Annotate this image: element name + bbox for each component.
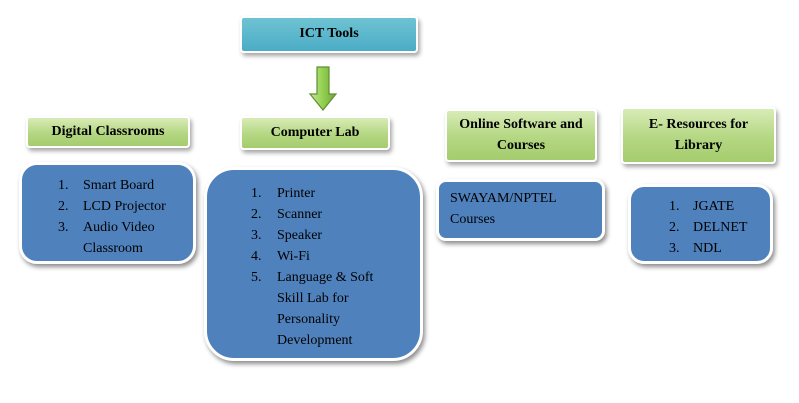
text-box-online-software: SWAYAM/NPTEL Courses <box>436 179 605 241</box>
online-courses-text: SWAYAM/NPTEL Courses <box>450 191 557 227</box>
list-item: 4.Wi-Fi <box>251 249 310 264</box>
list-box-e-resources: 1.JGATE 2.DELNET 3.NDL <box>628 184 773 264</box>
heading-e-resources: E- Resources for Library <box>621 107 776 164</box>
heading-digital-classrooms: Digital Classrooms <box>26 116 190 148</box>
list-item: 3.NDL <box>669 241 722 256</box>
list-item: 5.Language & Soft Skill Lab for Personal… <box>251 270 374 348</box>
list-item: 1.Smart Board <box>58 178 155 193</box>
heading-text: E- Resources for Library <box>648 117 749 153</box>
heading-text: Online Software and Courses <box>459 117 583 153</box>
heading-computer-lab: Computer Lab <box>240 116 390 150</box>
list-box-computer-lab: 1.Printer 2.Scanner 3.Speaker 4.Wi-Fi 5.… <box>204 167 423 361</box>
list-item: 1.JGATE <box>669 199 735 214</box>
heading-text: Computer Lab <box>270 124 360 140</box>
down-arrow-icon <box>308 66 338 111</box>
list-item: 2.LCD Projector <box>58 199 166 214</box>
title-box: ICT Tools <box>240 16 418 53</box>
list-item: 3.Audio Video Classroom <box>58 220 155 256</box>
heading-text: Digital Classrooms <box>51 123 165 139</box>
list-item: 2.DELNET <box>669 220 748 235</box>
heading-online-software: Online Software and Courses <box>445 109 597 162</box>
list-item: 3.Speaker <box>251 228 323 243</box>
list-item: 1.Printer <box>251 186 316 201</box>
title-text: ICT Tools <box>299 26 359 42</box>
list-item: 2.Scanner <box>251 207 323 222</box>
list-box-digital-classrooms: 1.Smart Board 2.LCD Projector 3.Audio Vi… <box>19 162 196 264</box>
